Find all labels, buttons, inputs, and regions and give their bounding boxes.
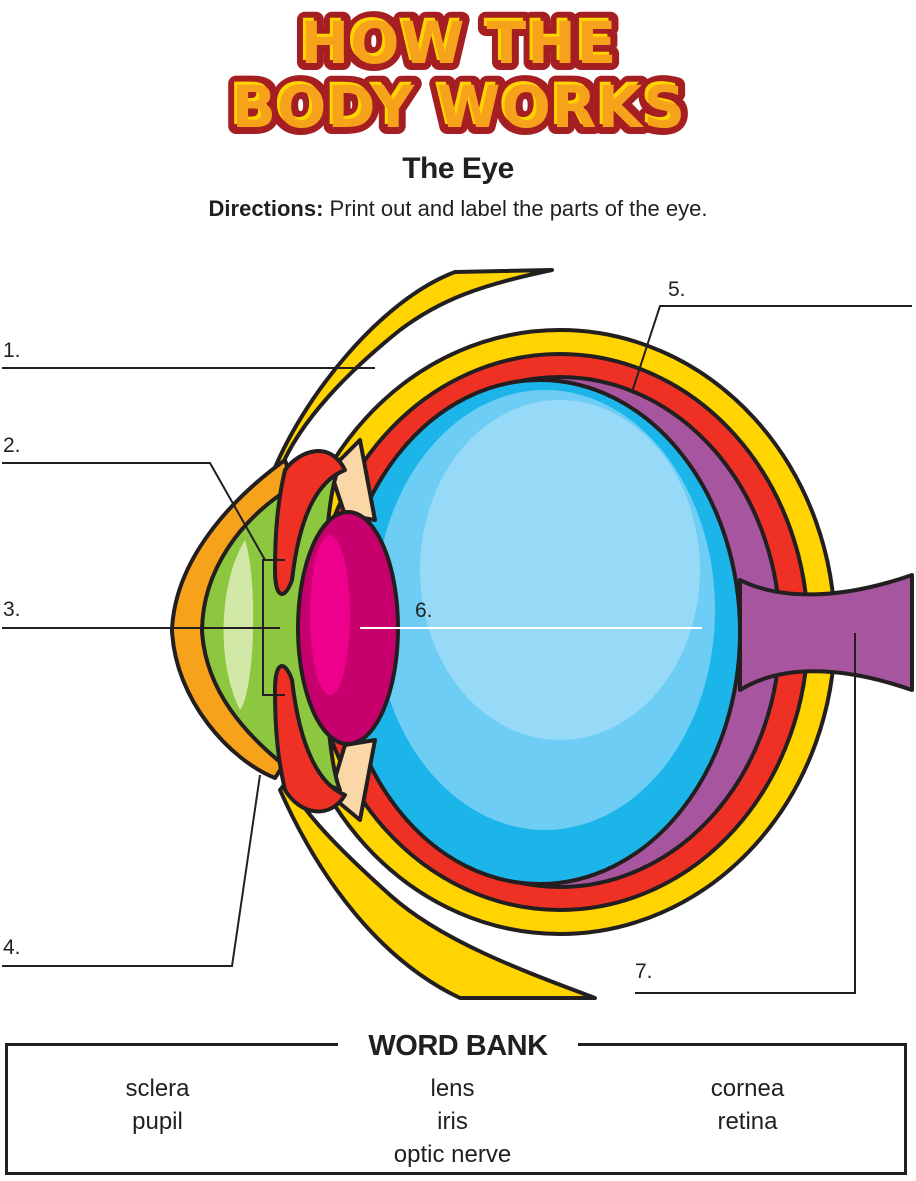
vitreous-highlight-inner [420,400,700,740]
label-1: 1. [3,339,21,362]
word-lens: lens [430,1075,475,1102]
logo-line-1-fill: HOW THE [301,9,618,77]
iris-upper [273,449,347,596]
label-5: 5. [668,278,686,301]
logo-line-1-highlight: HOW THE [298,6,615,74]
lens-highlight [310,535,350,695]
upper-eyelid [268,268,554,482]
leader-line-7 [635,633,856,994]
word-pupil: pupil [132,1108,183,1135]
word-bank-column-2: lens iris optic nerve [360,1072,545,1171]
word-iris: iris [437,1108,468,1135]
eye-diagram [2,268,914,1000]
word-bank-title: WORD BANK [338,1028,578,1064]
leader-line-5 [631,305,912,393]
how-the-body-works-logo: HOW THE BODY WORKS HOW THE BODY WORKS HO… [223,0,692,140]
ligament-upper [328,438,377,522]
pupil-bracket [262,559,285,696]
word-retina: retina [717,1108,778,1135]
iris-lower [273,664,347,814]
label-6: 6. [415,599,433,622]
logo-line-2-fill: BODY WORKS [232,73,686,140]
leader-lines [2,305,912,994]
logo-line-2-highlight: BODY WORKS [229,70,683,138]
directions-label: Directions: [208,196,324,221]
label-3: 3. [3,598,21,621]
optic-nerve [738,573,914,692]
logo-line-2: BODY WORKS [231,72,685,140]
lower-eyelid [278,778,597,1000]
label-2: 2. [3,434,21,457]
logo-line-1: HOW THE [300,8,617,76]
page-title: The Eye [402,152,514,185]
word-bank-column-1: sclera pupil [85,1072,230,1138]
directions-text: Print out and label the parts of the eye… [323,196,708,221]
leader-line-4 [2,774,261,967]
word-optic-nerve: optic nerve [393,1141,512,1168]
directions: Directions: Print out and label the part… [0,196,916,222]
word-cornea: cornea [710,1075,785,1102]
word-sclera: sclera [125,1075,190,1102]
label-4: 4. [3,936,21,959]
aqueous-highlight [223,540,254,710]
word-bank-column-3: cornea retina [675,1072,820,1138]
label-7: 7. [635,960,653,983]
